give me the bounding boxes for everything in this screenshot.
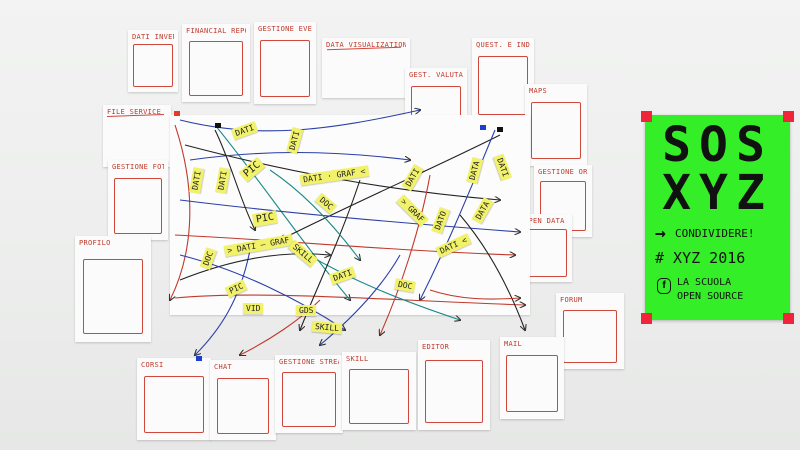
card-profilo: PROFILO [75,236,151,342]
card-label: GESTIONE EVENTI [258,25,312,33]
black-pin [497,127,503,132]
central-sheet [170,115,530,315]
arrow [214,129,255,230]
arrow [380,174,431,335]
card-skill: SKILL [342,352,416,430]
card-label: EDITOR [422,343,450,351]
card-gestione-streaming: GESTIONE STREAMING [275,355,343,433]
card-corsi: CORSI [137,358,211,440]
arrow [195,249,251,355]
card-dati-inventario: DATI INVENTARIO [128,30,178,92]
sos-xyz-poster: SOS XYZ → CONDIVIDERE! # XYZ 2016 f LA S… [641,111,794,324]
card-label: QUEST. E INDAGINI [476,41,530,49]
card-label: MAPS [529,87,548,95]
card-label: DATI INVENTARIO [132,33,174,41]
arrow [429,289,520,299]
card-frame [562,309,618,363]
poster-school-1: LA SCUOLA [677,277,732,288]
arrow [179,199,520,232]
card-quest-indagini: QUEST. E INDAGINI [472,38,534,122]
red-tape [641,111,652,122]
red-tape [783,313,794,324]
arrow [459,214,525,330]
sticky-note: GDS [296,305,317,316]
card-frame [531,102,581,160]
arrow [280,134,501,240]
card-frame [133,43,173,88]
card-label: FILE SERVICE [107,108,162,116]
card-data-visualization: DATA VISUALIZATION [322,38,410,98]
card-frame [188,41,244,96]
card-forum: FORUM [556,293,624,369]
card-gestione-foto: GESTIONE FOTO [108,160,168,240]
card-label: PROFILO [79,239,111,247]
facebook-icon: f [657,278,671,294]
blue-pin [480,125,486,130]
card-label: GEST. VALUTA [409,71,463,79]
blue-pin [196,356,202,361]
card-label: FORUM [560,296,583,304]
card-label: CORSI [141,361,164,369]
card-frame [144,376,204,434]
black-pin [215,123,221,128]
poster-school-2: OPEN SOURCE [677,291,744,302]
card-frame [260,40,310,98]
poster-share: CONDIVIDERE! [675,227,755,240]
arrow [174,234,515,255]
card-label: GESTIONE STREAMING [279,358,339,366]
card-frame [281,372,337,427]
card-financial-report: FINANCIAL REPORT [182,24,250,102]
arrow [170,124,191,300]
sticky-note: VID [243,303,264,314]
card-label: MAIL [504,340,523,348]
card-label: GESTIONE ORDINI [538,168,588,176]
arrow [174,294,525,305]
arrow [269,169,360,260]
card-label: DATA VISUALIZATION [326,41,406,49]
card-editor: EDITOR [418,340,490,430]
card-label: CHAT [214,363,233,371]
arrow [189,151,410,161]
card-mail: MAIL [500,337,564,419]
poster-title-line1: SOS [662,117,773,173]
card-gestione-eventi: GESTIONE EVENTI [254,22,316,104]
red-tape [783,111,794,122]
arrow [320,254,401,345]
card-frame [216,377,270,434]
card-frame [82,259,144,334]
card-label: SKILL [346,355,369,363]
card-frame [349,369,409,424]
card-frame [114,177,162,234]
poster-title-line2: XYZ [662,165,773,221]
arrow-right-icon: → [655,223,666,244]
poster-hashtag: # XYZ 2016 [655,249,746,267]
card-frame [506,355,558,413]
arrow [420,129,496,300]
card-label: GESTIONE FOTO [112,163,164,171]
card-file-service: FILE SERVICE [103,105,171,167]
card-frame [425,359,483,423]
card-label: FINANCIAL REPORT [186,27,246,35]
card-chat: CHAT [210,360,276,440]
card-maps: MAPS [525,84,587,166]
red-tape [641,313,652,324]
card-label: OPEN DATA [524,217,565,225]
red-pin [174,111,180,116]
